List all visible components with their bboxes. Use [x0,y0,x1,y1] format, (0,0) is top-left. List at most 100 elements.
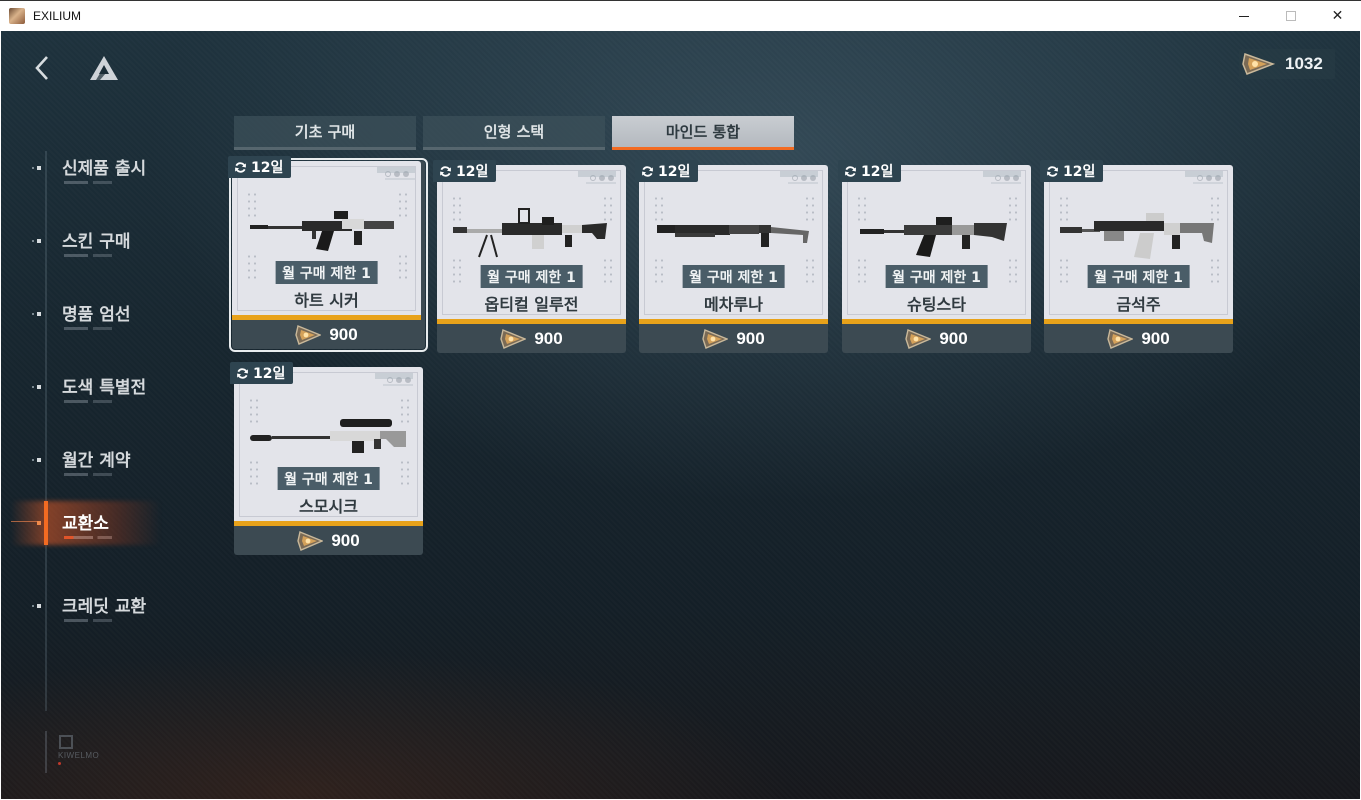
weapon-skin-icon [657,225,809,247]
sidebar-item-sublabel [64,181,112,184]
card-decoration [451,195,461,221]
currency-gem-icon [1242,53,1275,75]
refresh-timer-text: 12일 [658,164,691,180]
card-decoration [451,257,461,283]
card-frame [644,170,823,315]
sidebar-item-paint-special[interactable]: 도색 특별전 [1,363,221,413]
tab-basic-purchase[interactable]: 기초 구매 [234,116,416,150]
card-decoration [385,171,409,177]
card-stripe [639,319,828,324]
weapon-skin-icon [250,419,406,453]
shop-item-card[interactable]: 월 구매 제한 1 스모시크 12일 900 [230,362,423,555]
price-value: 900 [534,328,563,348]
card-decoration [995,175,1019,181]
shop-item-card[interactable]: 월 구매 제한 1 금석주 12일 900 [1040,160,1233,353]
close-button[interactable]: ✕ [1314,1,1361,31]
card-decoration [1193,182,1223,184]
card-stripe [232,315,421,320]
price-row: 900 [437,324,626,353]
home-button[interactable] [89,55,119,81]
card-decoration [991,182,1021,184]
card-stripe [437,319,626,324]
minimize-button[interactable] [1220,1,1267,31]
refresh-timer-badge: 12일 [433,160,497,182]
minimize-icon [1238,15,1249,17]
card-decoration [246,253,256,279]
sidebar-item-new-release[interactable]: 신제품 출시 [1,144,221,194]
shop-item-card[interactable]: 월 구매 제한 1 옵티컬 일루전 12일 900 [433,160,626,353]
card-decoration [248,397,258,423]
purchase-limit-badge: 월 구매 제한 1 [275,261,378,284]
maximize-icon [1285,11,1296,21]
price-row: 900 [234,526,423,555]
card-decoration [602,257,612,283]
bullet-icon [32,166,41,170]
price-value: 900 [329,324,358,344]
card-decoration [590,175,614,181]
refresh-icon [642,165,653,177]
price-value: 900 [939,328,968,348]
sidebar-item-sublabel [64,400,112,403]
sidebar-item-sublabel [64,473,112,476]
card-frame [237,166,416,311]
card-decoration [1058,195,1068,221]
item-name: 스모시크 [299,497,358,516]
refresh-timer-text: 12일 [861,164,894,180]
sidebar-item-skin-purchase[interactable]: 스킨 구매 [1,217,221,267]
card-decoration [1209,257,1219,283]
bullet-icon [32,312,41,316]
refresh-timer-badge: 12일 [228,156,292,178]
sidebar-item-label: 도색 특별전 [62,378,147,398]
maximize-button[interactable] [1267,1,1314,31]
bullet-icon [32,604,41,608]
refresh-timer-text: 12일 [456,164,489,180]
weapon-skin-icon [250,211,394,251]
card-image-area: 월 구매 제한 1 옵티컬 일루전 [437,165,626,319]
card-decoration [399,397,409,423]
refresh-timer-text: 12일 [1063,164,1096,180]
currency-gem-icon [905,328,932,349]
sidebar-item-monthly-contract[interactable]: 월간 계약 [1,436,221,486]
sidebar-item-exchange[interactable]: 교환소 [1,501,221,551]
bullet-icon [32,458,41,462]
weapon-skin-icon [860,217,1007,257]
sidebar-item-credit-exchange[interactable]: 크레딧 교환 [1,582,221,632]
card-decoration [1007,195,1017,221]
card-image-area: 월 구매 제한 1 금석주 [1044,165,1233,319]
card-decoration [983,171,1021,177]
item-name: 슈팅스타 [907,295,966,314]
tab-mind-integration[interactable]: 마인드 통합 [612,116,794,150]
card-decoration [602,195,612,221]
app-icon [9,8,25,24]
price-row: 900 [842,324,1031,353]
sidebar-item-sublabel [64,619,112,622]
card-stripe [842,319,1031,324]
purchase-limit-badge: 월 구매 제한 1 [682,265,785,288]
back-button[interactable] [31,53,55,83]
card-decoration [1007,257,1017,283]
card-decoration [1058,257,1068,283]
shop-item-card[interactable]: 월 구매 제한 1 슈팅스타 12일 900 [838,160,1031,353]
card-image-area: 월 구매 제한 1 스모시크 [234,367,423,521]
refresh-timer-badge: 12일 [1040,160,1104,182]
card-decoration [653,257,663,283]
purchase-limit-badge: 월 구매 제한 1 [277,467,380,490]
sidebar-item-premium[interactable]: 명품 엄선 [1,290,221,340]
tab-doll-stack[interactable]: 인형 스택 [423,116,605,150]
sidebar-item-label: 크레딧 교환 [62,597,147,617]
currency-display[interactable]: 1032 [1239,49,1335,79]
bullet-icon [32,239,41,243]
currency-gem-icon [297,530,324,551]
card-frame [239,372,418,517]
card-decoration [1185,171,1223,177]
card-decoration [397,191,407,217]
home-triangle-icon [90,56,118,80]
card-decoration [804,257,814,283]
brand-divider [45,731,47,773]
shop-item-card[interactable]: 월 구매 제한 1 메차루나 12일 900 [635,160,828,353]
card-decoration [387,377,411,383]
weapon-skin-icon [453,208,607,258]
shop-item-card[interactable]: 월 구매 제한 1 하트 시커 12일 900 [228,156,428,352]
card-frame [847,170,1026,315]
card-decoration [397,253,407,279]
